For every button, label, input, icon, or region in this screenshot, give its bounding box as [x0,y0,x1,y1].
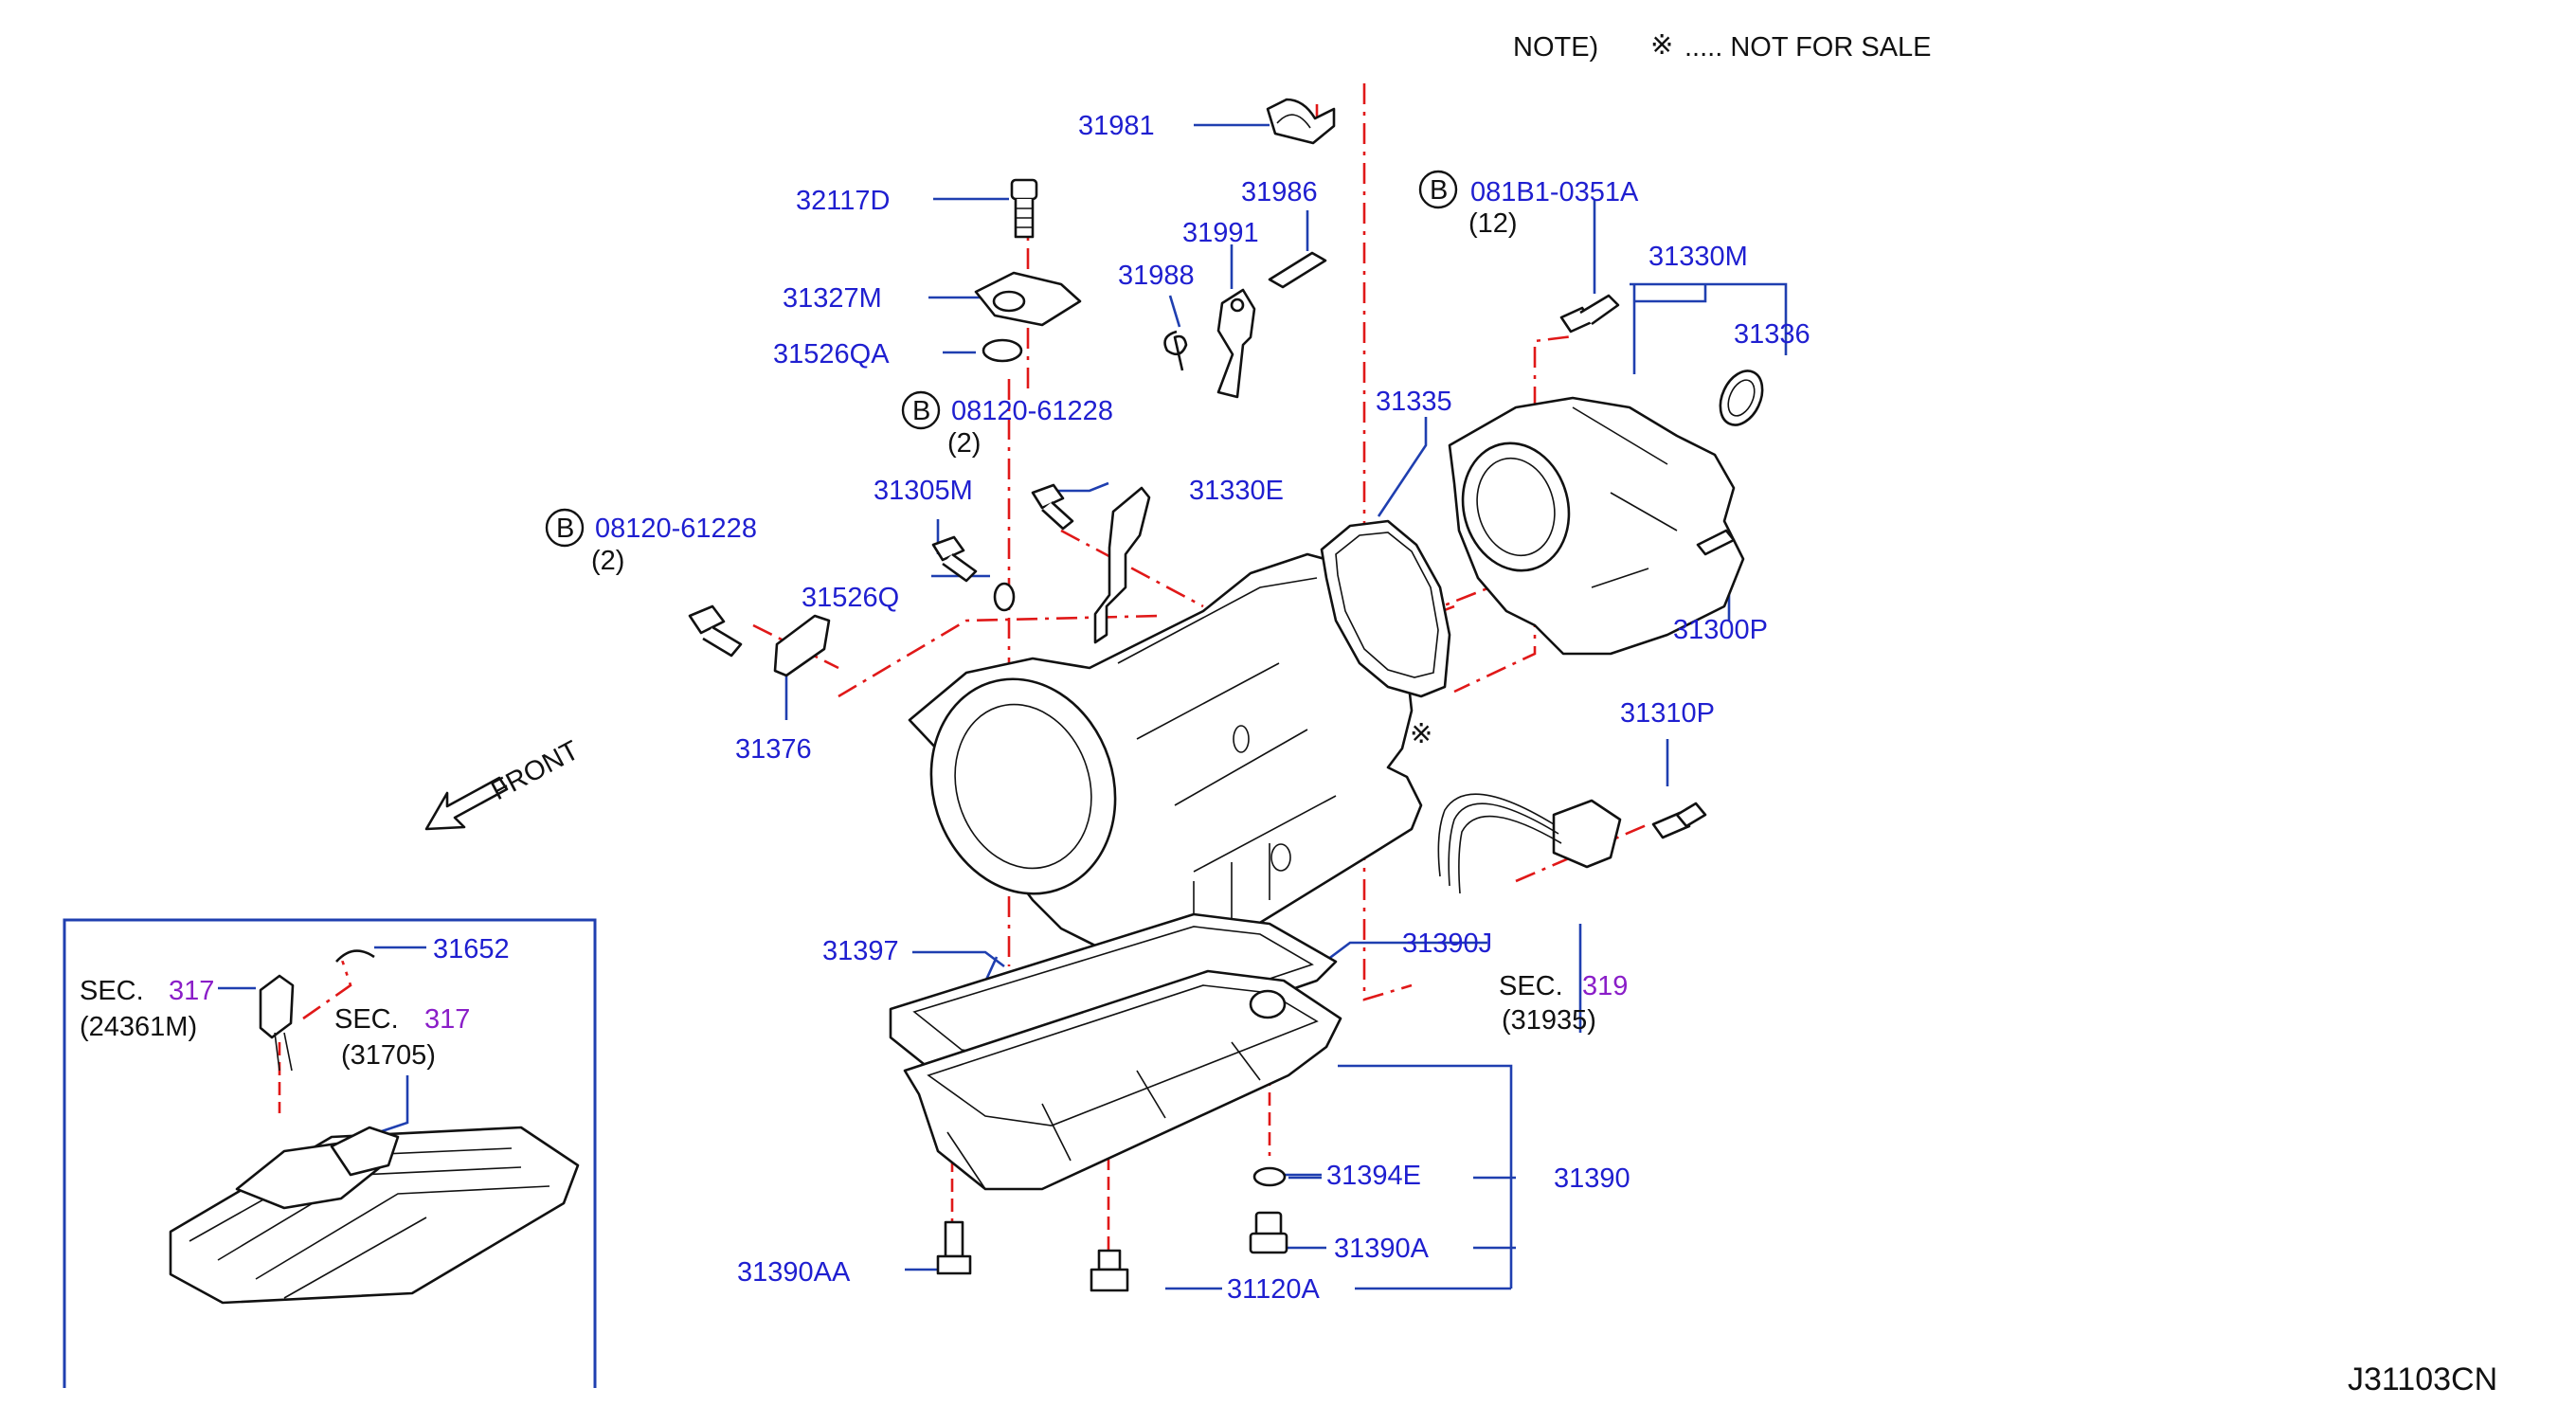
plug-31390A [1249,1211,1288,1254]
label-31305M: 31305M [874,476,973,506]
drain-plug-31390J [1249,989,1287,1019]
front-label: FRONT [486,735,584,806]
bolt-a-circle-letter: B [912,396,930,426]
label-31981: 31981 [1078,111,1155,141]
oil-seal-31336 [1719,370,1764,426]
bolt-081B1-0351A [1559,294,1620,333]
bracket-31376 [773,614,831,677]
sec319-prefix: SEC. [1499,971,1563,1001]
label-31526QA: 31526QA [773,339,890,370]
bolt-31390AA [936,1220,972,1275]
label-31390J: 31390J [1402,928,1492,959]
bolt-a-qty: (2) [947,428,981,459]
o-ring-31526Q [993,582,1016,612]
label-31376: 31376 [735,734,812,765]
sec319-sub: (31935) [1502,1005,1596,1036]
bolt-c-circle [1418,170,1458,209]
label-31120A: 31120A [1227,1274,1320,1305]
bracket-31330E [1093,486,1151,644]
label-31327M: 31327M [783,283,882,314]
note-prefix: NOTE) [1513,32,1598,63]
pin-31986 [1268,251,1327,289]
label-31652: 31652 [433,934,510,964]
bolt-b-circle-letter: B [556,514,574,544]
bolt-08120-61228-left [688,604,743,658]
diagram-code: J31103CN [2348,1361,2497,1397]
label-31310P: 31310P [1620,698,1715,729]
pin-31300P [1696,529,1736,556]
sec319-number: 319 [1582,971,1628,1001]
label-31300P: 31300P [1673,615,1768,645]
sec317a-sub: (24361M) [80,1012,197,1042]
bolt-31120A [1090,1249,1129,1292]
bolt-08120-61228-upper [1031,483,1074,531]
label-31330E: 31330E [1189,476,1284,506]
label-31390AA: 31390AA [737,1257,851,1288]
not-for-sale-mark: ※ [1410,719,1432,749]
sec317b-number: 317 [424,1004,470,1035]
sec317a-number: 317 [169,976,214,1006]
label-31330M: 31330M [1648,242,1748,272]
label-31336: 31336 [1734,319,1810,350]
o-ring-31526QA [982,338,1023,363]
lever-31991 [1216,288,1256,399]
sec317a-prefix: SEC. [80,976,144,1006]
bolt-b-part: 08120-61228 [595,514,757,544]
bolt-b-qty: (2) [591,546,624,576]
sec317b-prefix: SEC. [334,1004,399,1035]
label-31390A: 31390A [1334,1234,1430,1264]
label-31526Q: 31526Q [802,583,899,613]
gasket-31335 [1320,519,1451,698]
bearing-cap-31981 [1266,98,1336,145]
label-32117D: 32117D [796,186,890,216]
label-31986: 31986 [1241,177,1318,207]
bolt-31305M [931,535,978,583]
sensor-harness [1437,793,1707,894]
label-31991: 31991 [1182,218,1259,248]
note-text: ..... NOT FOR SALE [1684,32,1932,63]
not-for-sale-symbol: ※ [1650,30,1673,61]
callout-labels: 31981 32117D 31986 31991 31988 31327M 31… [80,111,1810,1305]
label-31988: 31988 [1118,261,1195,291]
bolt-b-circle [545,508,585,548]
housing-31330M [1448,396,1745,656]
oil-pan-31390 [903,969,1342,1191]
bolt-c-qty: (12) [1468,208,1518,239]
bolt-c-circle-letter: B [1430,175,1448,206]
bolt-c-part: 081B1-0351A [1470,177,1639,207]
label-31397: 31397 [822,936,899,966]
bolt-a-circle [901,390,941,430]
leader-lines [218,123,1788,1290]
bolt-32117D [1010,178,1038,239]
bracket-31327M [974,271,1082,327]
bolt-a-part: 08120-61228 [951,396,1113,426]
valve-body-inset [63,918,597,1388]
transmission-case [908,552,1423,959]
spring-31988 [1163,330,1188,371]
sec317b-sub: (31705) [341,1040,436,1071]
front-arrow [424,776,509,831]
label-31390: 31390 [1554,1163,1630,1194]
label-31335: 31335 [1376,387,1452,417]
washer-31394E [1252,1166,1287,1187]
label-31394E: 31394E [1326,1161,1421,1191]
